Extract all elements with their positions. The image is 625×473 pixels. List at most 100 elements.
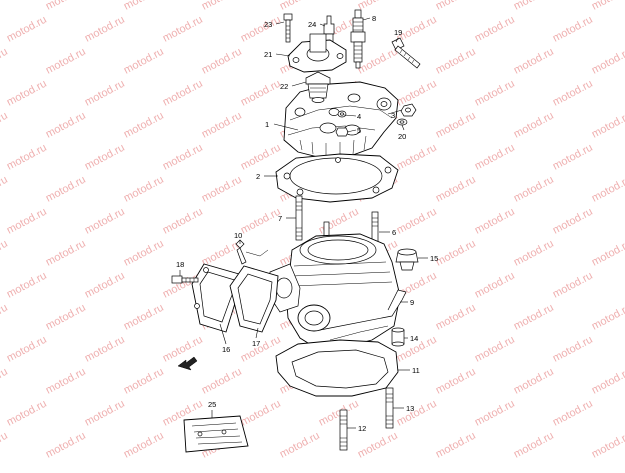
watermark-text: motod.ru [434, 46, 478, 77]
callout-2: 2 [256, 172, 260, 181]
watermark-text: motod.ru [356, 430, 400, 461]
watermark-text: motod.ru [551, 14, 595, 45]
base-gasket[interactable] [275, 339, 399, 397]
watermark-text: motod.ru [590, 110, 625, 141]
callout-1: 1 [265, 120, 269, 129]
bolt-23[interactable] [283, 13, 293, 43]
watermark-text: motod.ru [473, 334, 517, 365]
watermark-text: motod.ru [395, 78, 439, 109]
watermark-text: motod.ru [590, 302, 625, 333]
watermark-text: motod.ru [122, 174, 166, 205]
valve-cover-16[interactable] [191, 263, 247, 333]
watermark-text: motod.ru [590, 238, 625, 269]
washer-20[interactable] [396, 118, 408, 126]
watermark-text: motod.ru [83, 142, 127, 173]
watermark-text: motod.ru [395, 398, 439, 429]
watermark-text: motod.ru [278, 430, 322, 461]
watermark-text: motod.ru [395, 142, 439, 173]
watermark-text: motod.ru [551, 142, 595, 173]
watermark-text: motod.ru [239, 14, 283, 45]
watermark-text: motod.ru [122, 366, 166, 397]
watermark-text: motod.ru [83, 14, 127, 45]
cap-nut-15[interactable] [395, 248, 419, 271]
watermark-text: motod.ru [44, 302, 88, 333]
watermark-text: motod.ru [44, 430, 88, 461]
watermark-text: motod.ru [44, 366, 88, 397]
thermostat-cover[interactable] [287, 33, 347, 73]
watermark-text: motod.ru [161, 206, 205, 237]
watermark-text: motod.ru [44, 0, 88, 13]
cylinder[interactable] [267, 233, 407, 349]
watermark-text: motod.ru [512, 0, 556, 13]
watermark-text: motod.ru [0, 238, 10, 269]
watermark-text: motod.ru [590, 430, 625, 461]
watermark-text: motod.ru [590, 46, 625, 77]
watermark-text: motod.ru [278, 0, 322, 13]
watermark-text: motod.ru [473, 78, 517, 109]
watermark-text: motod.ru [44, 174, 88, 205]
callout-24: 24 [308, 20, 316, 29]
callout-12: 12 [358, 424, 366, 433]
callout-8: 8 [372, 14, 376, 23]
cylinder-head[interactable] [283, 81, 399, 159]
stud-12[interactable] [339, 409, 348, 451]
watermark-text: motod.ru [200, 366, 244, 397]
watermark-text: motod.ru [0, 430, 10, 461]
callout-labels: 1 2 3 4 5 6 7 8 9 10 11 12 13 14 15 16 1… [176, 14, 438, 433]
callout-7: 7 [278, 214, 282, 223]
watermark-text: motod.ru [512, 110, 556, 141]
nut-5[interactable] [335, 127, 349, 137]
watermark-text: motod.ru [512, 174, 556, 205]
nut-3[interactable] [400, 103, 417, 117]
watermark-text: motod.ru [5, 78, 49, 109]
watermark-text: motod.ru [239, 142, 283, 173]
watermark-text: motod.ru [0, 46, 10, 77]
watermark-text: motod.ru [83, 270, 127, 301]
watermark-text: motod.ru [5, 270, 49, 301]
watermark-text: motod.ru [551, 398, 595, 429]
callout-16: 16 [222, 345, 230, 354]
stud-13[interactable] [385, 387, 394, 429]
watermark-text: motod.ru [122, 46, 166, 77]
callout-21: 21 [264, 50, 272, 59]
spark-plug[interactable] [350, 9, 366, 69]
watermark-text: motod.ru [83, 206, 127, 237]
callout-25: 25 [208, 400, 216, 409]
watermark-text: motod.ru [512, 238, 556, 269]
watermark-text: motod.ru [122, 430, 166, 461]
watermark-text: motod.ru [395, 206, 439, 237]
watermark-text: motod.ru [122, 302, 166, 333]
watermark-text: motod.ru [200, 238, 244, 269]
watermark-text: motod.ru [317, 398, 361, 429]
gasket-17[interactable] [229, 265, 279, 333]
leader-lines [179, 17, 428, 429]
head-gasket[interactable] [275, 153, 399, 203]
watermark-text: motod.ru [473, 398, 517, 429]
watermark-text: motod.ru [590, 0, 625, 13]
watermark-text: motod.ru [512, 366, 556, 397]
watermark-text: motod.ru [239, 398, 283, 429]
watermark-text: motod.ru [200, 110, 244, 141]
bolt-10[interactable] [235, 239, 269, 265]
stud-7[interactable] [295, 195, 303, 241]
callout-14: 14 [410, 334, 418, 343]
thermostat[interactable] [305, 71, 331, 103]
watermark-text: motod.ru [200, 174, 244, 205]
callout-6: 6 [392, 228, 396, 237]
watermark-text: motod.ru [5, 206, 49, 237]
bolt-18[interactable] [171, 275, 199, 284]
callout-9: 9 [410, 298, 414, 307]
watermark-text: motod.ru [434, 174, 478, 205]
watermark-text: motod.ru [122, 110, 166, 141]
watermark-text: motod.ru [161, 14, 205, 45]
dowel-14[interactable] [391, 327, 405, 347]
watermark-text: motod.ru [434, 366, 478, 397]
washer-4[interactable] [337, 110, 347, 118]
watermark-text: motod.ru [551, 270, 595, 301]
callout-11: 11 [412, 366, 420, 375]
gasket-set-25[interactable] [183, 415, 249, 453]
watermark-text: motod.ru [0, 174, 10, 205]
watermark-text: motod.ru [239, 206, 283, 237]
watermark-text: motod.ru [83, 334, 127, 365]
watermark-text: motod.ru [551, 334, 595, 365]
